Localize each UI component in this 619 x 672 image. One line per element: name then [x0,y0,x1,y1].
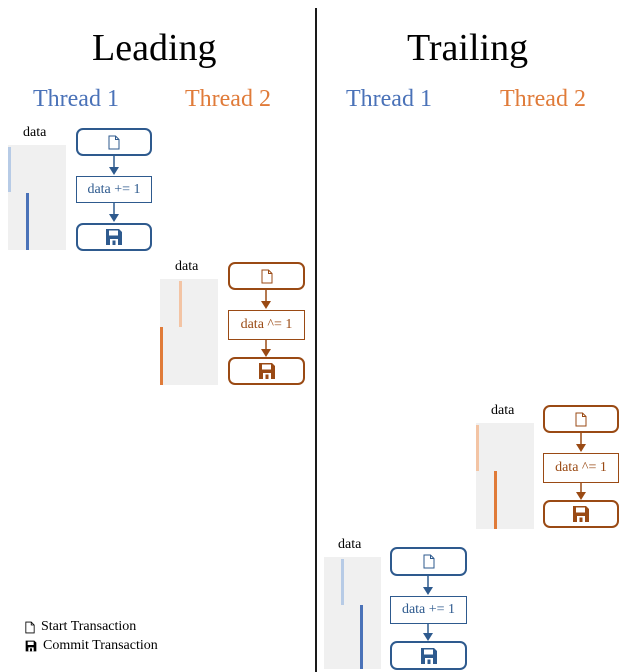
trailing-t2-data-label: data [491,403,515,418]
trailing-t1-data-label: data [338,537,362,552]
leading-t1-write-bar [26,193,29,250]
commit-transaction-icon [572,505,590,523]
leading-t2-arrow-1 [259,290,273,310]
leading-t2-read-bar [179,281,182,327]
trailing-t1-commit-node [390,641,467,670]
trailing-thread2-label: Thread 2 [500,86,586,112]
leading-t2-arrow-2 [259,340,273,358]
leading-t2-op-box: data ^= 1 [228,310,305,340]
leading-t2-write-bar [160,327,163,385]
trailing-t1-read-bar [341,559,344,605]
trailing-t1-arrow-2 [421,624,435,642]
trailing-t1-start-node [390,547,467,576]
start-transaction-icon [575,412,587,427]
trailing-t2-arrow-2 [574,483,588,501]
leading-title: Leading [92,27,217,69]
legend-commit-label: Commit Transaction [43,638,158,653]
legend-start: Start Transaction [25,618,136,636]
trailing-t2-read-bar [476,425,479,471]
leading-t1-data-panel [8,145,66,250]
leading-t1-commit-node [76,223,152,251]
commit-transaction-icon [420,647,438,665]
commit-transaction-icon [258,362,276,380]
leading-t1-arrow-1 [107,156,121,176]
trailing-t1-data-panel [324,557,381,669]
legend-commit: Commit Transaction [25,637,158,655]
leading-thread2-label: Thread 2 [185,86,271,112]
trailing-title: Trailing [407,27,529,69]
trailing-t1-op-box: data += 1 [390,596,467,624]
leading-t1-start-node [76,128,152,156]
leading-t1-arrow-2 [107,203,121,223]
trailing-thread1-label: Thread 1 [346,86,432,112]
trailing-t2-start-node [543,405,619,433]
leading-t2-data-panel [160,279,218,385]
legend-start-label: Start Transaction [41,619,137,634]
commit-transaction-icon [25,640,37,652]
trailing-t2-op-box: data ^= 1 [543,453,619,483]
start-transaction-icon [108,135,120,150]
leading-t2-start-node [228,262,305,290]
trailing-t2-commit-node [543,500,619,528]
leading-thread1-label: Thread 1 [33,86,119,112]
commit-transaction-icon [105,228,123,246]
section-divider [315,8,317,672]
trailing-t1-arrow-1 [421,576,435,596]
leading-t1-data-label: data [23,125,47,140]
start-transaction-icon [423,554,435,569]
trailing-t1-write-bar [360,605,363,669]
trailing-t2-data-panel [476,423,534,529]
leading-t2-commit-node [228,357,305,385]
trailing-t2-write-bar [494,471,497,529]
leading-t1-op-box: data += 1 [76,176,152,203]
start-transaction-icon [261,269,273,284]
leading-t2-data-label: data [175,259,199,274]
trailing-t2-arrow-1 [574,433,588,453]
leading-t1-read-bar [8,147,11,192]
start-transaction-icon [25,621,35,634]
